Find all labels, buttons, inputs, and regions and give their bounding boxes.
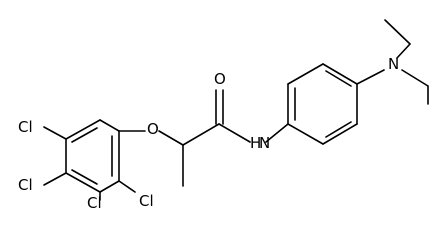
ring1-bond (99, 119, 120, 132)
ring2-bond (287, 63, 324, 85)
ring1-bond (99, 180, 120, 193)
atom-label-carbonyl-oxygen: O (214, 70, 226, 88)
ring-amine-bond (356, 69, 385, 85)
chain-bond (182, 123, 220, 146)
nitrogen-ring-bond (265, 123, 289, 143)
trichlorophenyl-ring (65, 119, 120, 193)
aminophenyl-ring (287, 63, 358, 145)
ethyl-bond (401, 69, 429, 87)
ring2-double-bond (325, 121, 352, 138)
amide-bond (218, 123, 251, 143)
structure-canvas: Cl Cl Cl Cl O O N H N (18, 19, 429, 212)
atom-label-cl-bottom-right: Cl (139, 192, 154, 210)
ring1-double-bond (71, 127, 98, 143)
cl-bond (43, 172, 67, 186)
cl-bond (118, 180, 136, 193)
ring1-bond (65, 172, 101, 193)
ring2-bond (322, 123, 358, 145)
ring1-double-bond (71, 169, 98, 185)
atom-label-cl-mid: Cl (18, 176, 33, 194)
atom-label-amide-hydrogen: H (250, 134, 261, 152)
ring2-double-bond (325, 70, 352, 87)
ethyl-bond (396, 43, 411, 59)
ring2-bond (287, 123, 324, 145)
atom-label-ether-oxygen: O (147, 120, 159, 138)
atom-label-cl-top: Cl (18, 118, 33, 136)
molecule-diagram: Cl Cl Cl Cl O O N H N (18, 19, 429, 212)
ring1-bond (65, 119, 101, 140)
atom-label-cl-bottom-left: Cl (87, 194, 102, 212)
atom-label-amine-nitrogen: N (388, 55, 399, 73)
oxygen-carbon-bond (158, 130, 184, 146)
ethyl-bond (384, 19, 411, 45)
atom-label-amide-nitrogen: N (259, 134, 270, 152)
ring2-bond (322, 63, 358, 85)
cl-bond (43, 126, 67, 140)
